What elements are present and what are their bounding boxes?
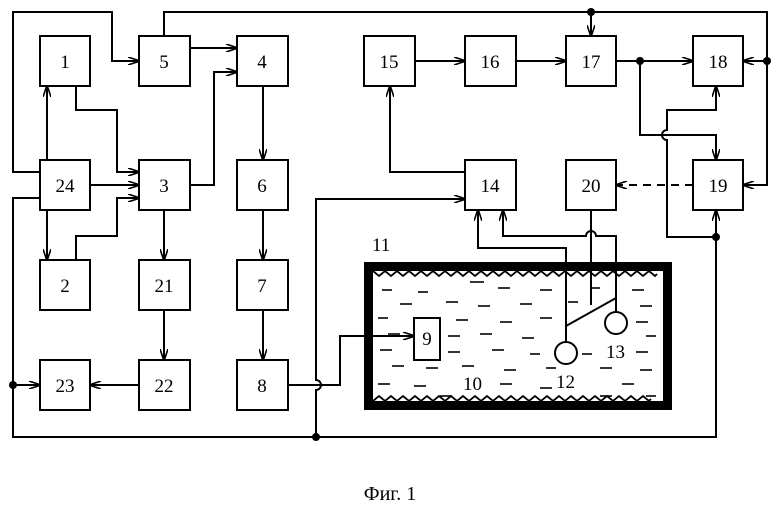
junction-dot <box>763 57 771 65</box>
junction-dot <box>9 381 17 389</box>
sensor-13-label: 13 <box>606 342 625 363</box>
sensor-13 <box>605 312 627 334</box>
arrow-3-to-4 <box>190 72 237 185</box>
svg-text:19: 19 <box>709 176 728 197</box>
svg-text:20: 20 <box>582 176 601 197</box>
junction-dot <box>312 433 320 441</box>
block-2: 2 <box>40 260 90 310</box>
svg-text:7: 7 <box>257 276 267 297</box>
block-5: 5 <box>139 36 190 86</box>
svg-text:23: 23 <box>56 376 75 397</box>
svg-text:17: 17 <box>582 52 601 73</box>
block-1: 1 <box>40 36 90 86</box>
svg-text:16: 16 <box>481 52 500 73</box>
block-3: 3 <box>139 160 190 210</box>
svg-text:9: 9 <box>422 329 432 350</box>
svg-text:5: 5 <box>159 52 169 73</box>
block-7: 7 <box>237 260 288 310</box>
svg-text:15: 15 <box>380 52 399 73</box>
block-21: 21 <box>139 260 190 310</box>
tank-label: 11 <box>372 235 390 256</box>
block-6: 6 <box>237 160 288 210</box>
block-18: 18 <box>693 36 743 86</box>
liquid-label: 10 <box>463 374 482 395</box>
block-23: 23 <box>40 360 90 410</box>
block-20: 20 <box>566 160 616 210</box>
block-17: 17 <box>566 36 616 86</box>
block-4: 4 <box>237 36 288 86</box>
block-16: 16 <box>465 36 516 86</box>
sensor-12 <box>555 342 577 364</box>
svg-text:1: 1 <box>60 52 70 73</box>
arrow-to-19-right <box>743 61 767 185</box>
junction-dot <box>636 57 644 65</box>
figure-caption: Фиг. 1 <box>364 483 416 505</box>
sensor-12-label: 12 <box>556 372 575 393</box>
block-19: 19 <box>693 160 743 210</box>
svg-text:21: 21 <box>155 276 174 297</box>
junction-dot <box>712 233 720 241</box>
svg-text:2: 2 <box>60 276 70 297</box>
svg-text:18: 18 <box>709 52 728 73</box>
svg-text:22: 22 <box>155 376 174 397</box>
junction-dot <box>587 8 595 16</box>
arrow-5-to-17 <box>164 12 591 36</box>
block-22: 22 <box>139 360 190 410</box>
svg-text:4: 4 <box>257 52 267 73</box>
block-8: 8 <box>237 360 288 410</box>
block-15: 15 <box>364 36 415 86</box>
svg-text:6: 6 <box>257 176 267 197</box>
svg-text:24: 24 <box>56 176 76 197</box>
arrow-14-to-15 <box>390 86 465 172</box>
svg-text:14: 14 <box>481 176 501 197</box>
svg-text:3: 3 <box>159 176 169 197</box>
svg-text:8: 8 <box>257 376 267 397</box>
block-14: 14 <box>465 160 516 210</box>
block-24: 24 <box>40 160 90 210</box>
block-9: 9 <box>414 318 440 360</box>
